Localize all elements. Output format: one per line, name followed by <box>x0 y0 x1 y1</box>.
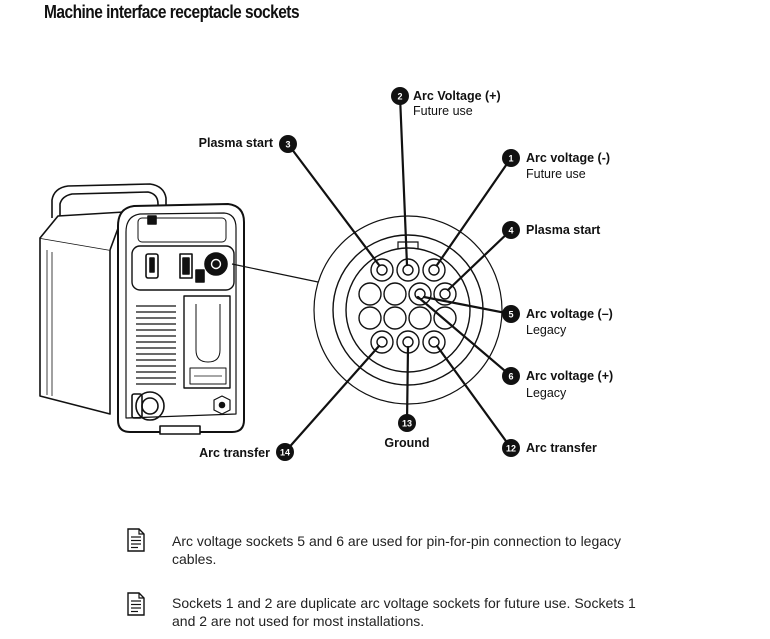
callout-3-label: Plasma start <box>199 136 274 150</box>
callout-4: 4 Plasma start <box>502 221 601 239</box>
callout-leaders <box>283 94 513 454</box>
callout-2-label: Arc Voltage (+) <box>413 89 501 103</box>
callout-2-sublabel: Future use <box>413 104 473 118</box>
callout-13: 13 Ground <box>384 414 430 450</box>
callout-2-number: 2 <box>397 92 402 102</box>
callout-6-label: Arc voltage (+) <box>526 369 613 383</box>
callout-14-label: Arc transfer <box>199 446 270 460</box>
note-document-icon <box>127 592 145 616</box>
callout-14: 14 Arc transfer <box>199 443 294 461</box>
socket-2 <box>396 258 420 282</box>
callout-12-number: 12 <box>506 444 516 454</box>
callout-1-number: 1 <box>508 154 513 164</box>
note-document-icon <box>127 528 145 552</box>
callout-5-sublabel: Legacy <box>526 323 567 337</box>
callout-4-number: 4 <box>508 226 513 236</box>
callout-1: 1 Arc voltage (-) Future use <box>502 149 610 181</box>
callout-6-sublabel: Legacy <box>526 386 567 400</box>
callout-12: 12 Arc transfer <box>502 439 597 457</box>
callout-3: 3 Plasma start <box>199 135 297 153</box>
power-supply-illustration <box>39 183 245 435</box>
callout-13-number: 13 <box>402 419 412 429</box>
socket-1 <box>422 258 446 282</box>
callout-5-label: Arc voltage (–) <box>526 307 613 321</box>
callout-14-number: 14 <box>280 448 290 458</box>
socket-3 <box>370 258 394 282</box>
callout-5: 5 Arc voltage (–) Legacy <box>502 305 613 337</box>
receptacle-leader-line <box>231 263 319 283</box>
note-future-sockets: Sockets 1 and 2 are duplicate arc voltag… <box>172 595 636 629</box>
callout-1-sublabel: Future use <box>526 167 586 181</box>
socket-12 <box>422 330 446 354</box>
callout-6: 6 Arc voltage (+) Legacy <box>502 367 613 400</box>
callout-1-label: Arc voltage (-) <box>526 151 610 165</box>
callout-3-number: 3 <box>285 140 290 150</box>
callout-2: 2 Arc Voltage (+) Future use <box>391 87 501 118</box>
socket-grid <box>358 258 457 354</box>
callout-13-label: Ground <box>384 436 429 450</box>
callout-12-label: Arc transfer <box>526 441 597 455</box>
page-title: Machine interface receptacle sockets <box>44 2 300 22</box>
callout-5-number: 5 <box>508 310 513 320</box>
note-legacy-sockets: Arc voltage sockets 5 and 6 are used for… <box>172 533 622 567</box>
callout-4-label: Plasma start <box>526 223 601 237</box>
socket-5 <box>408 282 432 306</box>
socket-13 <box>396 330 420 354</box>
receptacle-diagram: 2 Arc Voltage (+) Future use 3 Plasma st… <box>39 87 613 461</box>
callout-6-number: 6 <box>508 372 513 382</box>
